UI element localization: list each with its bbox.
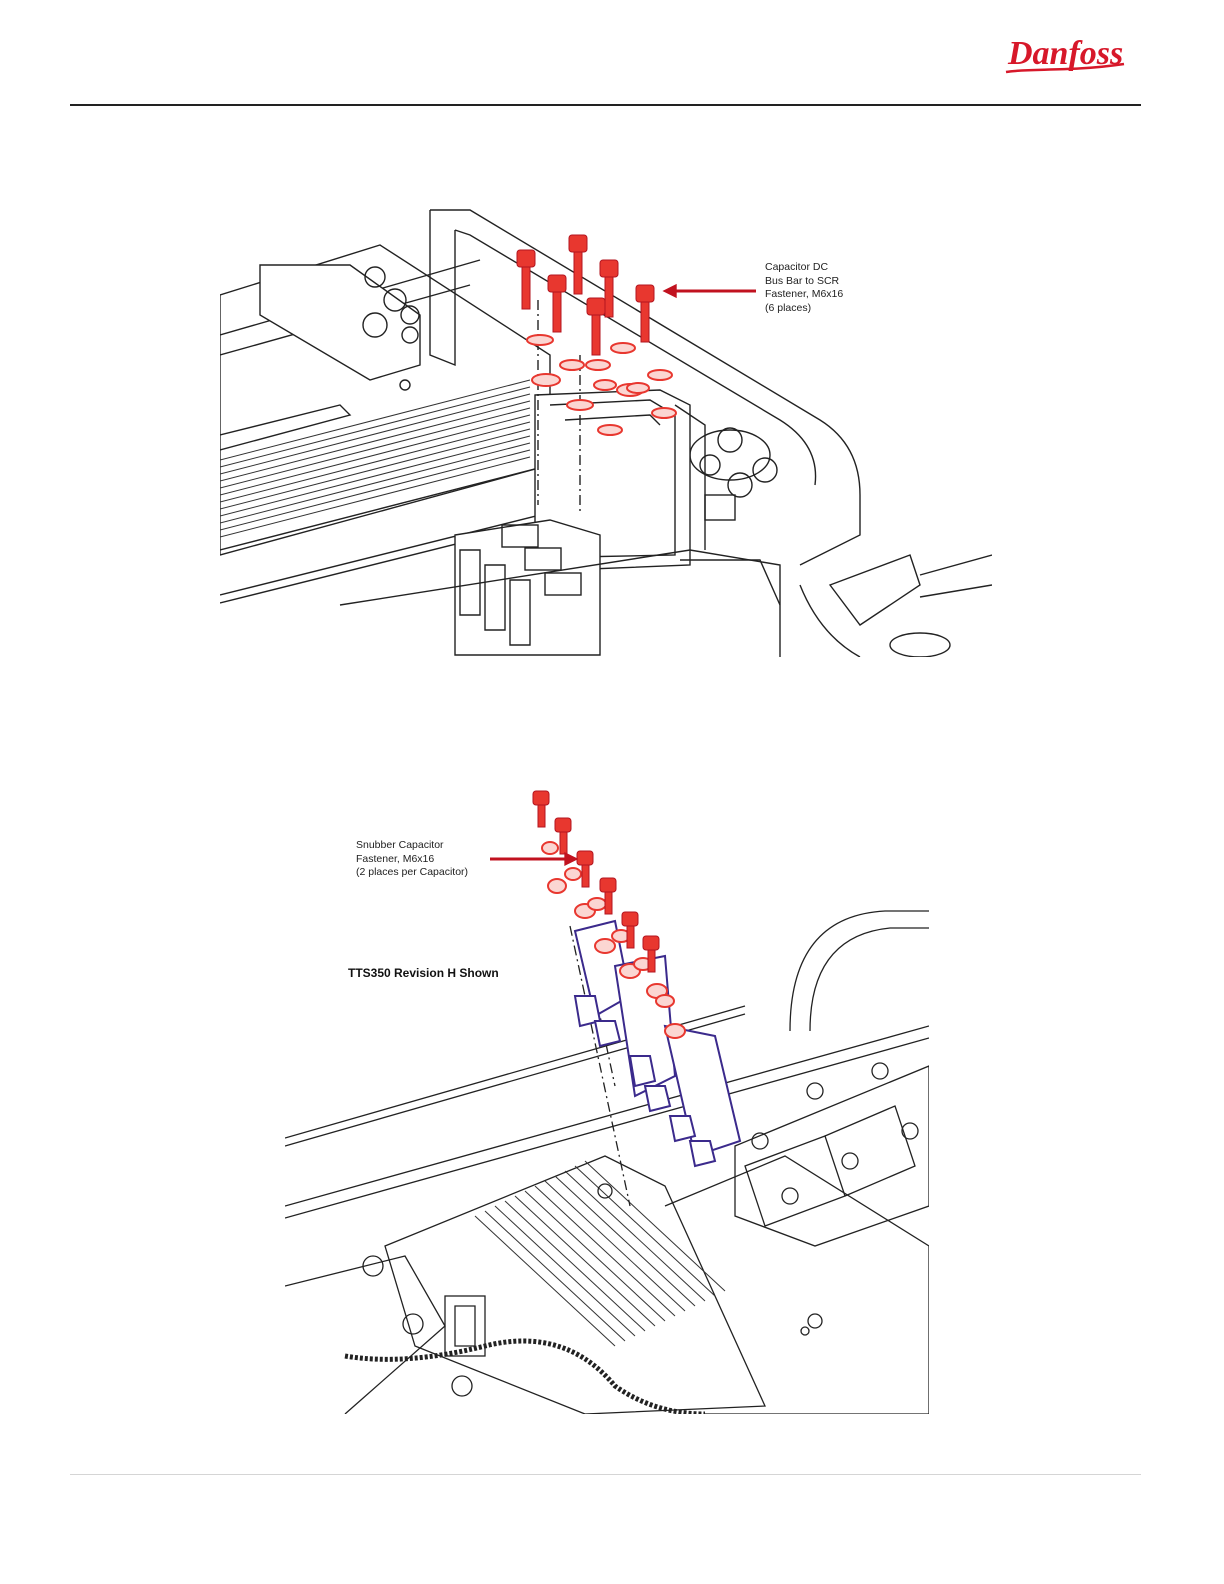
callout-line: Bus Bar to SCR: [765, 275, 843, 289]
callout-line: Snubber Capacitor: [356, 839, 468, 853]
footer-divider: [70, 1474, 1141, 1475]
figure-capacitor-bus-bar: [220, 205, 992, 657]
callout-line: Fastener, M6x16: [765, 288, 843, 302]
callout-line: (6 places): [765, 302, 843, 316]
figure-snubber-capacitor: [285, 786, 929, 1414]
snubber-capacitor-callout: Snubber Capacitor Fastener, M6x16 (2 pla…: [356, 839, 468, 880]
capacitor-bus-bar-callout: Capacitor DC Bus Bar to SCR Fastener, M6…: [765, 261, 843, 315]
header-divider: [70, 104, 1141, 106]
callout-line: Fastener, M6x16: [356, 853, 468, 867]
callout-line: (2 places per Capacitor): [356, 866, 468, 880]
callout-line: Capacitor DC: [765, 261, 843, 275]
danfoss-logo: Danfoss: [1000, 28, 1130, 82]
revision-label: TTS350 Revision H Shown: [348, 966, 499, 980]
logo-wordmark: Danfoss: [1007, 35, 1123, 72]
